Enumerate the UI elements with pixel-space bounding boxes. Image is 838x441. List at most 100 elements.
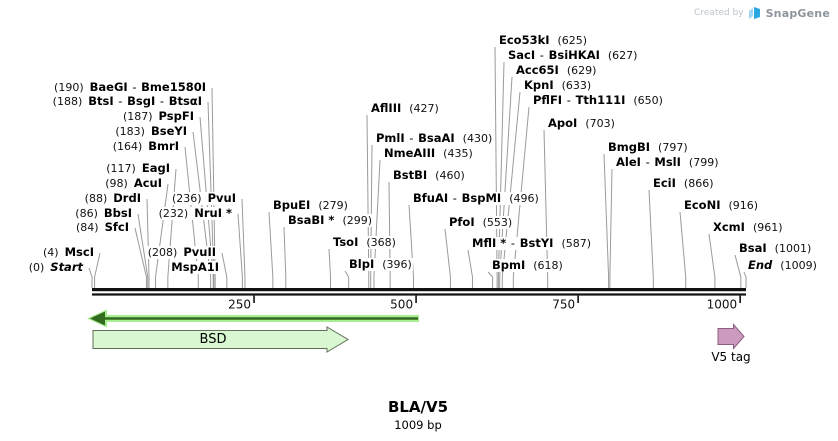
restriction-site-label[interactable]: KpnI(633) <box>523 78 593 92</box>
v5-tag-feature-label: V5 tag <box>711 350 751 364</box>
site-leader-line <box>370 144 373 288</box>
site-position: (916) <box>728 199 759 212</box>
site-position: (236) <box>172 192 202 205</box>
enzyme-name: BstYI <box>519 236 554 250</box>
restriction-site-label[interactable]: (188)BtsI - BsgI - BtsαI <box>51 95 203 108</box>
site-position: (496) <box>509 192 539 205</box>
site-position: (435) <box>443 147 473 160</box>
enzyme-name: BspMI <box>461 191 502 205</box>
restriction-site-label[interactable]: BsaI(1001) <box>738 242 813 255</box>
restriction-site-label[interactable]: BsaBI *(299) <box>287 214 374 227</box>
site-leader-line <box>137 213 149 288</box>
restriction-site-label[interactable]: (164)BmrI <box>111 140 180 153</box>
restriction-site-label[interactable]: End(1009) <box>747 259 818 272</box>
restriction-site-label[interactable]: (98)AcuI <box>104 177 163 190</box>
restriction-site-label[interactable]: MflI * - BstYI(587) <box>471 236 593 250</box>
site-name-separator: - <box>536 48 548 62</box>
site-leader-line <box>543 129 549 288</box>
restriction-site-label[interactable]: PflFI - Tth111I(650) <box>532 94 664 107</box>
enzyme-name: BpmI <box>492 258 526 272</box>
site-position: (460) <box>435 169 465 182</box>
site-position: (164) <box>112 140 143 153</box>
site-leader-line <box>199 116 214 288</box>
bsd-direction-arrow[interactable] <box>87 309 419 328</box>
site-leader-line <box>211 87 216 288</box>
restriction-site-label[interactable]: AleI - MslI(799) <box>615 156 720 169</box>
bsd-feature-arrow[interactable] <box>92 326 349 353</box>
site-leader-line <box>494 46 498 288</box>
site-name-separator: - <box>641 155 654 169</box>
restriction-site-label[interactable]: BstBI(460) <box>392 169 466 182</box>
enzyme-name: KpnI <box>524 78 554 92</box>
restriction-site-label[interactable]: ApoI(703) <box>547 117 616 130</box>
site-leader-line <box>603 153 610 288</box>
restriction-site-label[interactable]: BfuAI - BspMI(496) <box>412 192 540 205</box>
restriction-site-label[interactable]: EciI(866) <box>652 177 715 190</box>
restriction-site-label[interactable]: MspA1I <box>170 261 220 274</box>
restriction-site-label[interactable]: XcmI(961) <box>712 221 784 234</box>
site-leader-line <box>192 131 212 288</box>
restriction-site-label[interactable]: Eco53kI(625) <box>498 33 589 47</box>
restriction-site-label[interactable]: AflIII(427) <box>370 102 440 115</box>
restriction-site-label[interactable]: BlpI(396) <box>348 258 413 271</box>
ruler-tick-label: 250 <box>228 298 251 312</box>
site-leader-line <box>134 227 147 288</box>
map-length: 1009 bp <box>394 418 442 432</box>
restriction-site-label[interactable]: (208)PvuII <box>146 246 217 259</box>
site-position: (587) <box>561 237 592 250</box>
enzyme-name: NmeAIII <box>384 146 436 160</box>
enzyme-name: BaeGI <box>89 80 128 94</box>
restriction-site-label[interactable]: NmeAIII (435) <box>383 147 474 160</box>
site-position: (629) <box>566 64 597 77</box>
restriction-site-label[interactable]: TsoI(368) <box>332 236 397 249</box>
site-leader-line <box>497 61 505 288</box>
snapgene-brand-text: SnapGene <box>765 6 830 20</box>
restriction-site-label[interactable]: (187)PspFI <box>121 110 195 123</box>
site-position: (430) <box>462 132 493 145</box>
enzyme-name: PfoI <box>449 215 475 229</box>
restriction-site-label[interactable]: PfoI(553) <box>448 215 514 229</box>
site-position: (299) <box>342 214 373 227</box>
v5-tag-feature-arrow[interactable] <box>717 323 745 350</box>
restriction-site-label[interactable]: (183)BseYI <box>114 125 188 138</box>
ruler-tick-label: 1000 <box>707 298 738 312</box>
restriction-site-label[interactable]: Acc65I(629) <box>515 64 598 77</box>
restriction-site-label[interactable]: (190)BaeGI - Bme1580I <box>53 81 207 94</box>
site-leader-line <box>268 211 274 288</box>
restriction-site-label[interactable]: (4)MscI <box>42 246 95 259</box>
enzyme-name: AflIII <box>371 101 402 115</box>
restriction-site-label[interactable]: SacI - BsiHKAI(627) <box>507 48 639 62</box>
site-position: (208) <box>147 246 178 259</box>
leader-lines <box>88 46 747 288</box>
site-position: (866) <box>683 177 714 190</box>
site-position: (396) <box>382 258 412 271</box>
site-leader-line <box>512 106 530 288</box>
enzyme-name: PvuI <box>207 191 236 205</box>
site-leader-line <box>648 189 654 288</box>
restriction-site-label[interactable]: BpmI(618) <box>491 259 564 272</box>
site-leader-line <box>609 168 613 288</box>
restriction-site-label[interactable]: (86)BbsI <box>74 207 133 220</box>
enzyme-name: ApoI <box>548 116 578 130</box>
enzyme-name: Start <box>50 260 83 274</box>
restriction-site-label[interactable]: (117)EagI <box>105 162 171 175</box>
enzyme-name: MslI <box>654 155 681 169</box>
restriction-site-label[interactable]: (232)NruI * <box>157 207 233 220</box>
restriction-site-label[interactable]: (84)SfcI <box>75 221 130 234</box>
sequence-bar[interactable] <box>92 288 746 296</box>
enzyme-name: AleI <box>616 155 641 169</box>
restriction-site-label[interactable]: BmgBI(797) <box>607 141 689 154</box>
restriction-site-label[interactable]: EcoNI (916) <box>683 198 760 212</box>
restriction-site-label[interactable]: BpuEI(279) <box>272 199 349 212</box>
enzyme-name: Eco53kI <box>499 33 550 47</box>
restriction-site-label[interactable]: PmlI - BsaAI(430) <box>375 132 494 145</box>
site-leader-line <box>366 114 370 288</box>
restriction-site-label[interactable]: (88)DrdI <box>83 192 142 205</box>
restriction-site-label[interactable]: (236) PvuI <box>171 192 237 205</box>
restriction-site-label[interactable]: (0)Start <box>27 260 84 274</box>
enzyme-name: SfcI <box>104 220 129 234</box>
site-name-separator: - <box>563 93 575 107</box>
enzyme-name: EcoNI <box>684 198 721 212</box>
